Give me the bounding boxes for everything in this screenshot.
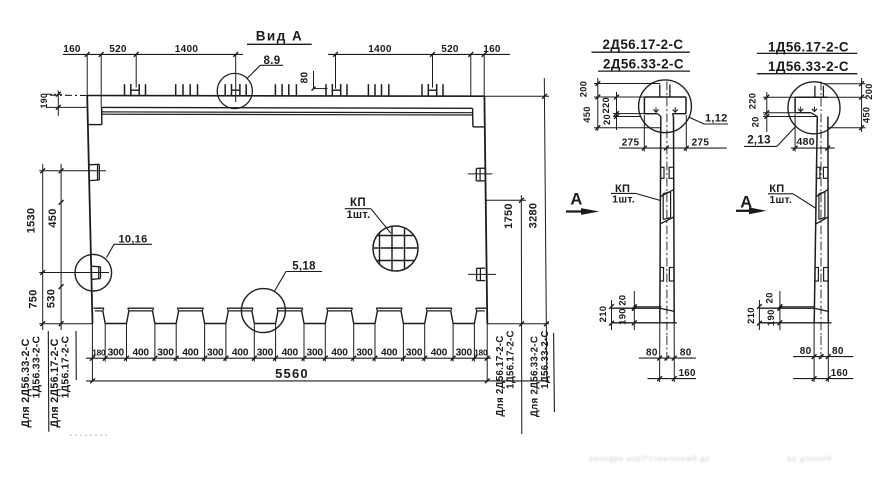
svg-text:190: 190	[618, 308, 629, 325]
svg-text:400: 400	[381, 348, 398, 359]
svg-text:20: 20	[602, 114, 612, 125]
svg-text:300: 300	[356, 348, 373, 359]
svg-text:2,13: 2,13	[747, 135, 771, 147]
svg-text:750: 750	[28, 289, 40, 308]
svg-text:80: 80	[832, 346, 844, 357]
svg-text:520: 520	[109, 44, 127, 55]
svg-text:20: 20	[750, 116, 760, 127]
svg-text:160: 160	[63, 44, 81, 55]
svg-text:Для 2Д56.17-2-С: Для 2Д56.17-2-С	[49, 338, 61, 427]
svg-text:450: 450	[862, 107, 872, 123]
svg-text:220: 220	[601, 97, 611, 113]
svg-text:400: 400	[431, 348, 448, 359]
svg-text:400: 400	[232, 348, 249, 359]
svg-text:1400: 1400	[368, 44, 392, 55]
svg-text:300: 300	[157, 348, 174, 359]
svg-text:220: 220	[748, 93, 758, 109]
svg-text:400: 400	[182, 348, 199, 359]
svg-text:300: 300	[257, 348, 274, 359]
svg-text:1шт.: 1шт.	[612, 194, 635, 206]
svg-text:3280: 3280	[528, 203, 540, 229]
svg-text:1Д56.33-2-С: 1Д56.33-2-С	[768, 59, 849, 74]
svg-text:Для 2Д56.33-2-С: Для 2Д56.33-2-С	[530, 336, 541, 417]
svg-text:480: 480	[796, 136, 814, 148]
svg-text:1530: 1530	[26, 208, 38, 234]
svg-text:20: 20	[618, 295, 629, 306]
svg-text:1Д56.33-2-С: 1Д56.33-2-С	[32, 335, 43, 398]
svg-text:КП: КП	[350, 197, 366, 209]
svg-text:275: 275	[692, 137, 710, 148]
svg-text:80: 80	[299, 72, 310, 84]
svg-text:1шт.: 1шт.	[347, 209, 371, 221]
svg-text:300: 300	[207, 348, 224, 359]
svg-text:А: А	[570, 191, 582, 209]
svg-text:300: 300	[406, 348, 423, 359]
svg-text:530: 530	[46, 289, 58, 308]
svg-text:210: 210	[598, 306, 609, 323]
svg-text:5,18: 5,18	[292, 261, 316, 273]
svg-text:400: 400	[282, 348, 299, 359]
svg-text:1400: 1400	[175, 44, 199, 55]
svg-text:180: 180	[92, 349, 106, 358]
svg-text:520: 520	[441, 44, 459, 55]
svg-text:300: 300	[108, 348, 125, 359]
svg-text:1,12: 1,12	[705, 113, 728, 125]
svg-text:20: 20	[765, 292, 776, 303]
svg-text:1750: 1750	[503, 203, 515, 229]
svg-text:80: 80	[680, 348, 692, 359]
svg-text:400: 400	[132, 348, 149, 359]
svg-text:160: 160	[679, 368, 696, 379]
svg-text:275: 275	[622, 137, 640, 148]
svg-text:вылкдра апрొ сзватоnewб дл: вылкдра апрొ сзватоnewб дл	[589, 455, 710, 463]
svg-text:400: 400	[331, 348, 348, 359]
svg-text:300: 300	[456, 348, 473, 359]
svg-text:Для 2Д56.33-2-С: Для 2Д56.33-2-С	[20, 338, 32, 427]
svg-text:ал длconfе: ал длconfе	[787, 456, 832, 463]
svg-text:450: 450	[582, 106, 592, 122]
svg-text:2Д56.17-2-С: 2Д56.17-2-С	[603, 37, 684, 52]
svg-text:450: 450	[47, 208, 59, 227]
svg-text:300: 300	[306, 348, 323, 359]
svg-text:1Д56.33-2-С: 1Д56.33-2-С	[540, 330, 551, 389]
svg-text:80: 80	[800, 346, 812, 357]
svg-text:160: 160	[483, 44, 501, 55]
svg-text:Вид А: Вид А	[256, 29, 304, 44]
svg-text:160: 160	[831, 368, 848, 379]
svg-text:Для 2Д56.17-2-С: Для 2Д56.17-2-С	[495, 335, 506, 416]
svg-text:200: 200	[579, 81, 589, 97]
svg-text:1Д56.17-2-С: 1Д56.17-2-С	[61, 335, 72, 398]
svg-text:210: 210	[746, 307, 757, 324]
svg-text:1Д56.17-2-С: 1Д56.17-2-С	[505, 330, 516, 389]
svg-text:80: 80	[646, 348, 658, 359]
svg-text:1шт.: 1шт.	[769, 194, 792, 206]
svg-text:5560: 5560	[275, 366, 309, 381]
svg-text:190: 190	[766, 309, 777, 326]
svg-text:1Д56.17-2-С: 1Д56.17-2-С	[768, 39, 849, 54]
svg-text:180: 180	[474, 349, 488, 358]
svg-text:2Д56.33-2-С: 2Д56.33-2-С	[603, 56, 684, 71]
svg-text:190: 190	[39, 93, 49, 109]
